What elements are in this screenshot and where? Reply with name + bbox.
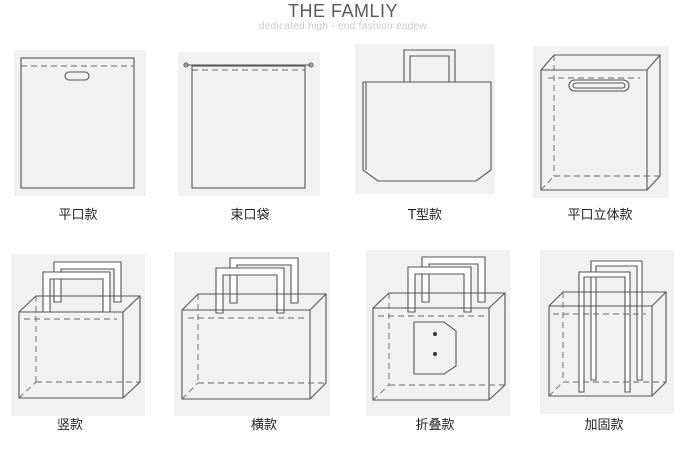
label-reinforced-tote: 加固款 [584, 418, 624, 433]
reinforced-tote-illustration [540, 250, 674, 414]
flat-3d-bag-illustration [533, 46, 669, 198]
t-shape-bag-illustration [355, 44, 495, 194]
page-subtitle: dedicated high - end fashion eadew [258, 21, 428, 32]
label-flat-3d-bag: 平口立体款 [567, 208, 633, 223]
label-flat-bag: 平口款 [58, 208, 98, 223]
label-horizontal-tote: 横款 [250, 418, 277, 433]
page-title: THE FAMLIY [287, 1, 399, 21]
foldable-tote-illustration [366, 250, 510, 416]
flat-bag-illustration [14, 50, 146, 196]
label-drawstring-bag: 束口袋 [230, 208, 270, 223]
vertical-tote-illustration [11, 254, 145, 416]
label-foldable-tote: 折叠款 [415, 418, 455, 433]
drawstring-bag-illustration [178, 52, 320, 196]
horizontal-tote-illustration [174, 252, 330, 416]
label-t-shape-bag: T型款 [408, 208, 442, 223]
label-vertical-tote: 竖款 [56, 418, 83, 433]
